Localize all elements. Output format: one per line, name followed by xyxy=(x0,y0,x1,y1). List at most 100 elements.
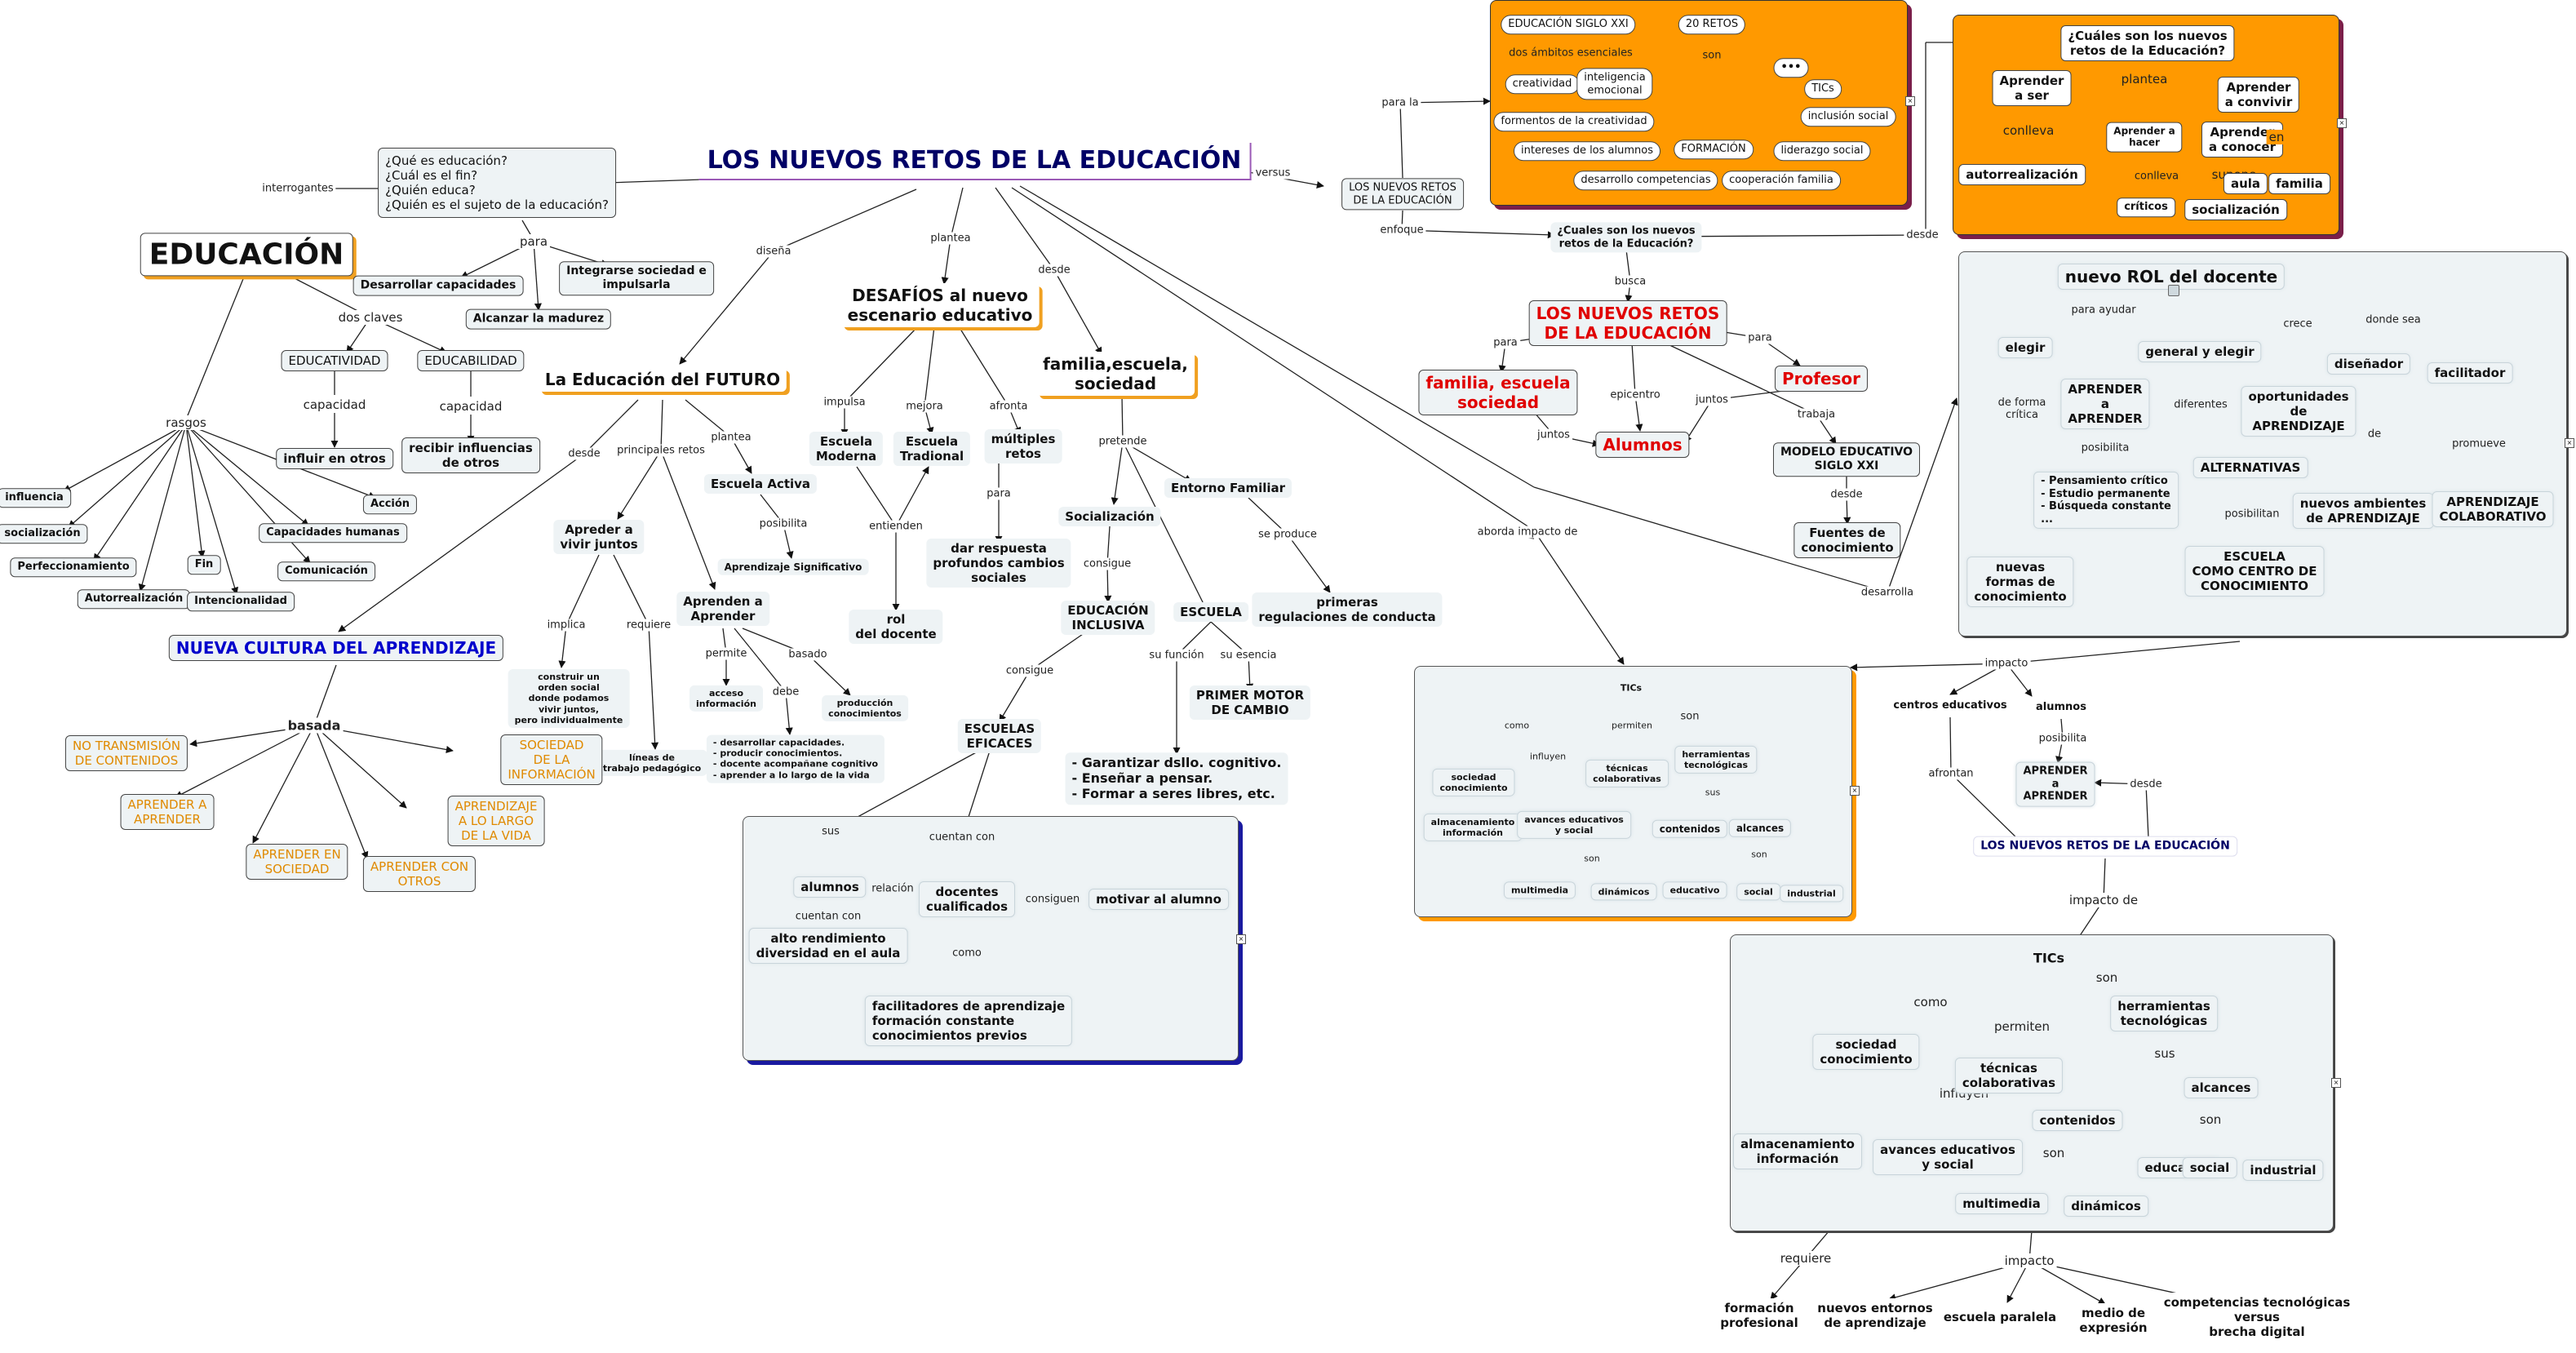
connector-line xyxy=(807,654,851,696)
expand-toggle-icon[interactable]: × xyxy=(1850,786,1860,796)
label-conlleva: conlleva xyxy=(2000,123,2057,138)
connector-line xyxy=(68,424,187,528)
inclusion-node: inclusión social xyxy=(1800,107,1896,126)
label-son: son xyxy=(1700,49,1724,62)
label-promueve: promueve xyxy=(2450,437,2508,450)
label-juntos: juntos xyxy=(1535,428,1572,441)
escuela-centro-node: ESCUELA COMO CENTRO DE CONOCIMIENTO xyxy=(2184,546,2325,597)
ellipsis-node: ••• xyxy=(1773,58,1809,78)
desarrollar-list-node: - desarrollar capacidades. - producir co… xyxy=(706,734,885,783)
connector-line xyxy=(617,450,662,520)
label-posibilita: posibilita xyxy=(756,517,810,530)
label-impacto: impacto xyxy=(2002,1253,2057,1268)
connector-line xyxy=(660,450,716,590)
label-para: para xyxy=(517,234,551,249)
connector-line xyxy=(734,628,787,693)
label-para: para xyxy=(984,487,1013,500)
label-como: como xyxy=(1911,995,1950,1009)
connector-line xyxy=(950,187,964,239)
desafios-node: DESAFÍOS al nuevo escenario educativo xyxy=(840,283,1040,327)
influir-node: influir en otros xyxy=(276,448,393,469)
rasgo-autorrealizacion: Autorrealización xyxy=(77,589,191,609)
label-permite: permite xyxy=(703,647,750,660)
label-implica: implica xyxy=(544,619,588,632)
label-de: de xyxy=(2365,428,2384,441)
connector-line xyxy=(185,424,206,558)
label-basado: basado xyxy=(786,648,830,661)
label-impacto-de: impacto de xyxy=(2066,893,2141,907)
label-desarrolla: desarrolla xyxy=(1858,586,1917,599)
label-desde: desde xyxy=(1828,488,1865,501)
label-forma-critica: de forma crítica xyxy=(1995,397,2049,421)
inclusiva-node: EDUCACIÓN INCLUSIVA xyxy=(1061,601,1155,635)
alcances-big-node: alcances xyxy=(2184,1077,2259,1098)
modelo-node: MODELO EDUCATIVO SIGLO XXI xyxy=(1772,442,1921,477)
tics-node: TICs xyxy=(1804,79,1842,99)
medio-node: medio de expresión xyxy=(2073,1303,2154,1337)
tics-big-node: TICs xyxy=(2026,947,2072,969)
label-basada: basada xyxy=(285,717,344,734)
connector-line xyxy=(313,725,369,859)
recibir-node: recibir influencias de otros xyxy=(401,437,540,473)
questions-node: ¿Qué es educación? ¿Cuál es el fin? ¿Qui… xyxy=(378,148,616,218)
rasgo-capacidades: Capacidades humanas xyxy=(259,523,407,543)
expand-toggle-icon[interactable]: × xyxy=(1236,934,1246,944)
label-principales: principales retos xyxy=(614,444,707,457)
label-epicentro: epicentro xyxy=(1607,388,1663,401)
label-son: son xyxy=(1749,849,1770,860)
dinamicos-small-node: dinámicos xyxy=(1590,883,1657,901)
expand-toggle-icon[interactable]: × xyxy=(2331,1078,2341,1088)
connector-line xyxy=(1887,397,1958,593)
liderazgo-node: liderazgo social xyxy=(1773,141,1871,161)
general-elegir-node: general y elegir xyxy=(2138,341,2262,362)
connector-line xyxy=(995,187,1055,271)
expand-toggle-icon[interactable]: × xyxy=(2337,118,2347,128)
rasgo-influencia: influencia xyxy=(0,488,71,508)
connector-line xyxy=(648,624,659,750)
competencias-node: desarrollo competencias xyxy=(1573,171,1718,190)
docentes-node: docentes cualificados xyxy=(918,881,1016,917)
expand-toggle-icon[interactable]: × xyxy=(1905,96,1915,106)
label-versus: versus xyxy=(1253,166,1293,180)
nuevos-retos-impacto-node: LOS NUEVOS RETOS DE LA EDUCACIÓN xyxy=(1973,836,2237,857)
rasgo-socializacion: socialización xyxy=(0,524,88,543)
label-plantea: plantea xyxy=(708,431,754,444)
label-impulsa: impulsa xyxy=(821,396,868,409)
escuela-tradicional-node: Escuela Tradional xyxy=(893,432,971,466)
rol-expand-icon[interactable] xyxy=(2168,285,2179,296)
nuevas-formas-node: nuevas formas de conocimiento xyxy=(1966,557,2074,607)
socializacion-cuales-node: socialización xyxy=(2184,199,2287,220)
expand-toggle-icon[interactable]: × xyxy=(2565,438,2574,448)
connector-line xyxy=(1631,342,1636,396)
entorno-familiar-node: Entorno Familiar xyxy=(1164,478,1292,498)
facilitador-node: facilitador xyxy=(2427,362,2513,384)
alto-rendimiento-node: alto rendimiento diversidad en el aula xyxy=(748,928,908,964)
label-influyen: influyen xyxy=(1527,751,1569,762)
escuela-node: ESCUELA xyxy=(1173,602,1248,622)
formacion-big-node: formación profesional xyxy=(1714,1298,1805,1333)
vivir-juntos-node: Apreder a vivir juntos xyxy=(553,520,645,554)
connector-line xyxy=(338,453,585,632)
aprender-ser-node: Aprender a ser xyxy=(1992,70,2072,106)
rasgo-intencionalidad: Intencionalidad xyxy=(187,592,295,611)
label-disena: diseña xyxy=(753,245,794,258)
autorrealizacion-node: autorrealización xyxy=(1958,164,2086,185)
intereses-node: intereses de los alumnos xyxy=(1514,141,1660,161)
alcances-small-node: alcances xyxy=(1728,818,1792,838)
connector-line xyxy=(2145,783,2149,839)
connector-line xyxy=(185,424,309,526)
label-diferentes: diferentes xyxy=(2171,398,2230,411)
veinte-retos-node: 20 RETOS xyxy=(1678,15,1746,34)
educabilidad-node: EDUCABILIDAD xyxy=(417,350,525,371)
label-sus: sus xyxy=(819,825,842,838)
connector-line xyxy=(63,424,187,492)
connector-line xyxy=(93,424,187,561)
label-son: son xyxy=(2093,970,2121,985)
avances-big-node: avances educativos y social xyxy=(1873,1139,2023,1175)
oportunidades-node: oportunidades de APRENDIZAJE xyxy=(2241,386,2357,437)
label-desde: desde xyxy=(565,447,603,460)
rasgo-fin: Fin xyxy=(187,555,221,574)
contenidos-big-node: contenidos xyxy=(2032,1110,2123,1131)
connector-line xyxy=(565,554,600,626)
formacion-node: FORMACIÓN xyxy=(1674,140,1754,159)
